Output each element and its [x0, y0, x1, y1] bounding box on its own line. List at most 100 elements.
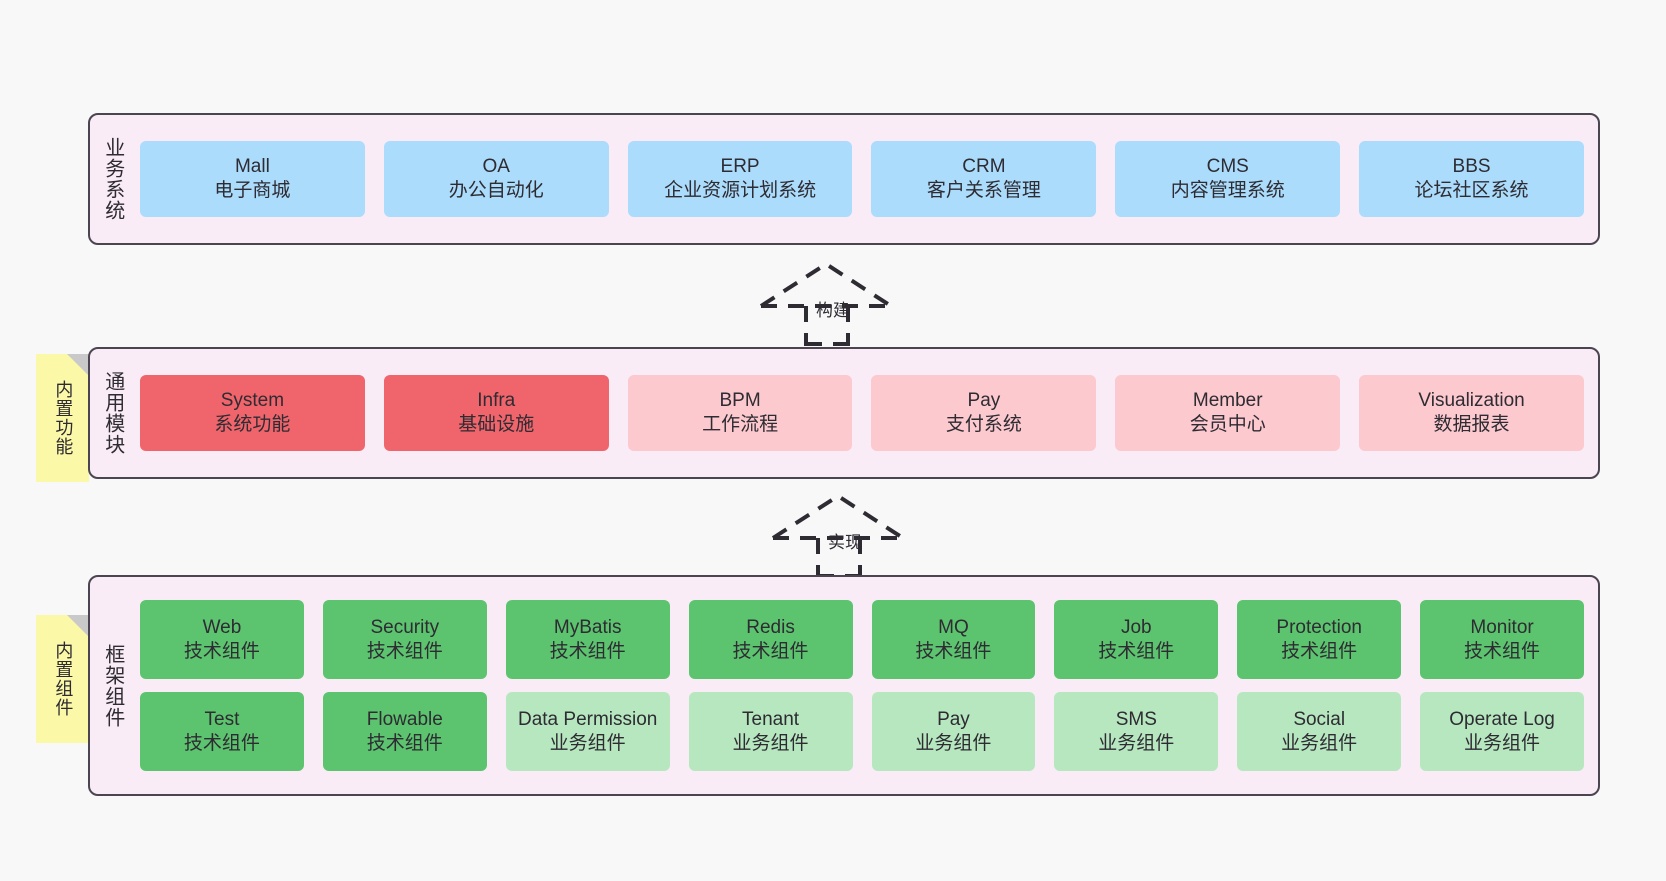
card-infra[interactable]: Infra 基础设施	[383, 375, 609, 451]
card-sms[interactable]: SMS 业务组件	[1054, 692, 1219, 771]
card-subtitle: 技术组件	[366, 732, 443, 754]
band-business-systems: 业务系统 Mall 电子商城 OA 办公自动化 ERP 企业资源计划系统 CRM…	[88, 113, 1600, 245]
dashed-hollow-arrow-icon	[759, 261, 893, 346]
card-title: MyBatis	[553, 616, 622, 638]
card-title: Web	[202, 616, 242, 638]
note-builtin-components: 内置组件	[36, 615, 89, 743]
card-title: Flowable	[366, 708, 443, 730]
note-label: 内置组件	[53, 641, 74, 717]
arrow-label-build: 构建	[816, 301, 850, 320]
card-tenant[interactable]: Tenant 业务组件	[688, 692, 853, 771]
card-title: Test	[204, 708, 240, 730]
card-title: ERP	[720, 156, 760, 178]
card-subtitle: 工作流程	[702, 414, 779, 435]
card-subtitle: 技术组件	[1098, 640, 1175, 662]
card-mall[interactable]: Mall 电子商城	[140, 141, 365, 217]
card-title: Job	[1120, 616, 1152, 638]
band-common-modules: 通用模块 System 系统功能 Infra 基础设施 BPM 工作流程 Pay…	[88, 347, 1600, 479]
card-data-permission[interactable]: Data Permission 业务组件	[505, 692, 670, 771]
card-title: BBS	[1452, 156, 1491, 178]
card-security[interactable]: Security 技术组件	[322, 600, 487, 679]
card-title: OA	[482, 156, 510, 178]
card-subtitle: 技术组件	[915, 640, 992, 662]
note-label: 内置功能	[53, 380, 74, 456]
card-title: Visualization	[1418, 390, 1525, 412]
card-crm[interactable]: CRM 客户关系管理	[871, 141, 1097, 217]
card-title: MQ	[938, 616, 969, 638]
card-subtitle: 基础设施	[458, 414, 535, 435]
card-subtitle: 系统功能	[214, 414, 291, 435]
card-subtitle: 技术组件	[549, 640, 626, 662]
card-subtitle: 客户关系管理	[926, 180, 1041, 201]
card-title: Protection	[1276, 616, 1362, 638]
card-subtitle: 业务组件	[1464, 732, 1541, 754]
card-subtitle: 论坛社区系统	[1414, 180, 1529, 201]
card-subtitle: 技术组件	[183, 640, 260, 662]
arrow-label-implement: 实现	[828, 533, 862, 552]
band-body-framework-components: Web 技术组件 Security 技术组件 MyBatis 技术组件 Redi…	[134, 577, 1598, 794]
card-social[interactable]: Social 业务组件	[1237, 692, 1402, 771]
band-row: Test 技术组件 Flowable 技术组件 Data Permission …	[140, 692, 1584, 771]
note-fold-corner-icon	[67, 354, 89, 376]
band-label-framework-components: 框架组件	[101, 643, 124, 728]
card-subtitle: 企业资源计划系统	[664, 180, 817, 201]
card-title: Social	[1293, 708, 1346, 730]
card-pay-component[interactable]: Pay 业务组件	[871, 692, 1036, 771]
card-title: CMS	[1206, 156, 1249, 178]
card-title: Infra	[477, 390, 516, 412]
card-subtitle: 支付系统	[945, 414, 1022, 435]
card-title: Data Permission	[517, 708, 658, 730]
band-row: System 系统功能 Infra 基础设施 BPM 工作流程 Pay 支付系统…	[140, 375, 1584, 451]
card-subtitle: 数据报表	[1433, 414, 1510, 435]
band-label-common-modules: 通用模块	[101, 371, 124, 455]
card-title: Monitor	[1470, 616, 1534, 638]
arrow-build: 构建	[756, 258, 906, 346]
card-operate-log[interactable]: Operate Log 业务组件	[1420, 692, 1584, 771]
card-subtitle: 办公自动化	[448, 180, 544, 201]
card-bbs[interactable]: BBS 论坛社区系统	[1359, 141, 1584, 217]
card-flowable[interactable]: Flowable 技术组件	[322, 692, 487, 771]
card-erp[interactable]: ERP 企业资源计划系统	[627, 141, 853, 217]
card-subtitle: 业务组件	[1281, 732, 1358, 754]
card-protection[interactable]: Protection 技术组件	[1237, 600, 1402, 679]
card-subtitle: 会员中心	[1189, 414, 1266, 435]
card-title: Member	[1192, 390, 1263, 412]
card-title: Security	[370, 616, 440, 638]
note-builtin-functions: 内置功能	[36, 354, 89, 482]
card-subtitle: 业务组件	[732, 732, 809, 754]
card-title: Tenant	[742, 708, 800, 730]
card-oa[interactable]: OA 办公自动化	[383, 141, 609, 217]
card-subtitle: 内容管理系统	[1170, 180, 1285, 201]
band-body-common-modules: System 系统功能 Infra 基础设施 BPM 工作流程 Pay 支付系统…	[134, 349, 1598, 477]
card-web[interactable]: Web 技术组件	[140, 600, 304, 679]
card-subtitle: 技术组件	[1464, 640, 1541, 662]
card-visualization[interactable]: Visualization 数据报表	[1359, 375, 1584, 451]
card-bpm[interactable]: BPM 工作流程	[627, 375, 853, 451]
card-monitor[interactable]: Monitor 技术组件	[1420, 600, 1584, 679]
note-fold-corner-icon	[67, 615, 89, 637]
band-body-business-systems: Mall 电子商城 OA 办公自动化 ERP 企业资源计划系统 CRM 客户关系…	[134, 115, 1598, 243]
card-subtitle: 技术组件	[183, 732, 260, 754]
card-subtitle: 技术组件	[1281, 640, 1358, 662]
band-row: Web 技术组件 Security 技术组件 MyBatis 技术组件 Redi…	[140, 600, 1584, 679]
card-title: SMS	[1115, 708, 1157, 730]
card-mybatis[interactable]: MyBatis 技术组件	[505, 600, 670, 679]
card-subtitle: 技术组件	[732, 640, 809, 662]
band-label-business-systems: 业务系统	[101, 137, 124, 221]
card-member[interactable]: Member 会员中心	[1115, 375, 1341, 451]
card-test[interactable]: Test 技术组件	[140, 692, 304, 771]
card-system[interactable]: System 系统功能	[140, 375, 365, 451]
card-mq[interactable]: MQ 技术组件	[871, 600, 1036, 679]
card-subtitle: 技术组件	[366, 640, 443, 662]
card-subtitle: 业务组件	[915, 732, 992, 754]
card-title: Redis	[746, 616, 795, 638]
card-cms[interactable]: CMS 内容管理系统	[1115, 141, 1341, 217]
card-job[interactable]: Job 技术组件	[1054, 600, 1219, 679]
card-title: Mall	[234, 156, 270, 178]
card-pay-module[interactable]: Pay 支付系统	[871, 375, 1097, 451]
card-redis[interactable]: Redis 技术组件	[688, 600, 853, 679]
card-subtitle: 业务组件	[549, 732, 626, 754]
card-title: System	[220, 390, 285, 412]
arrow-implement: 实现	[768, 490, 918, 578]
